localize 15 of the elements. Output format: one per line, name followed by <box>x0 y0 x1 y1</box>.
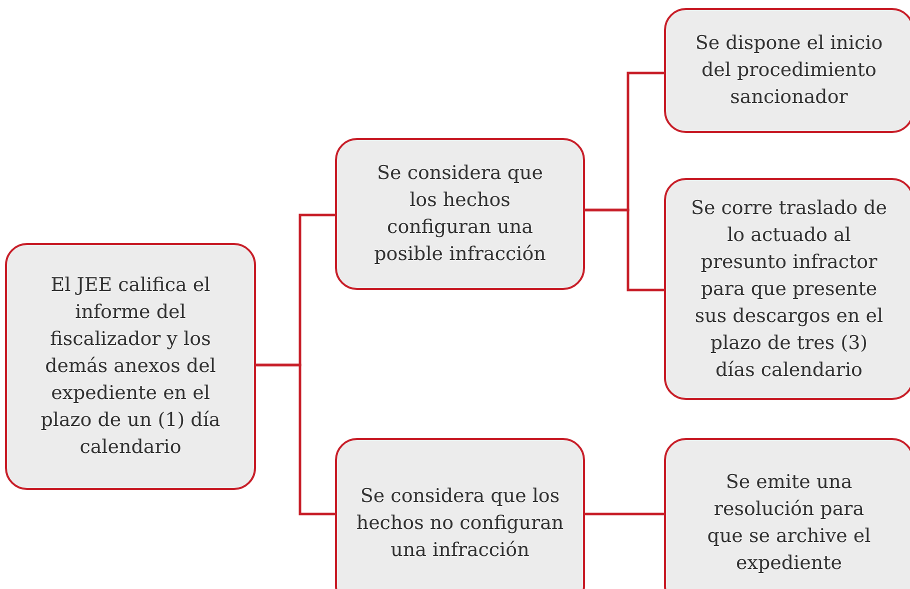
process-box <box>5 243 256 490</box>
process-box <box>335 438 585 589</box>
process-box <box>335 138 585 290</box>
box-text: Se corre traslado de lo actuado al presunto infractor para que presente sus descargos en el plazo de tres (3) días calendario <box>690 196 888 382</box>
connector-line <box>585 208 664 292</box>
process-box <box>664 438 910 589</box>
box-text: Se considera que los hechos configuran una posible infracción <box>373 161 547 267</box>
box-text: El JEE califica el informe del fiscalizador y los demás anexos del expediente en el plazo de un (1) día calendario <box>40 273 222 460</box>
box-text: Se dispone el inicio del procedimiento sancionador <box>694 31 884 110</box>
connector-line <box>585 512 664 516</box>
process-box <box>664 8 910 133</box>
box-text: Se considera que los hechos no configuran una infracción <box>355 484 565 562</box>
connector-line <box>256 364 335 516</box>
process-box <box>664 178 910 400</box>
box-text: Se emite una resolución para que se archive el expediente <box>706 470 872 576</box>
